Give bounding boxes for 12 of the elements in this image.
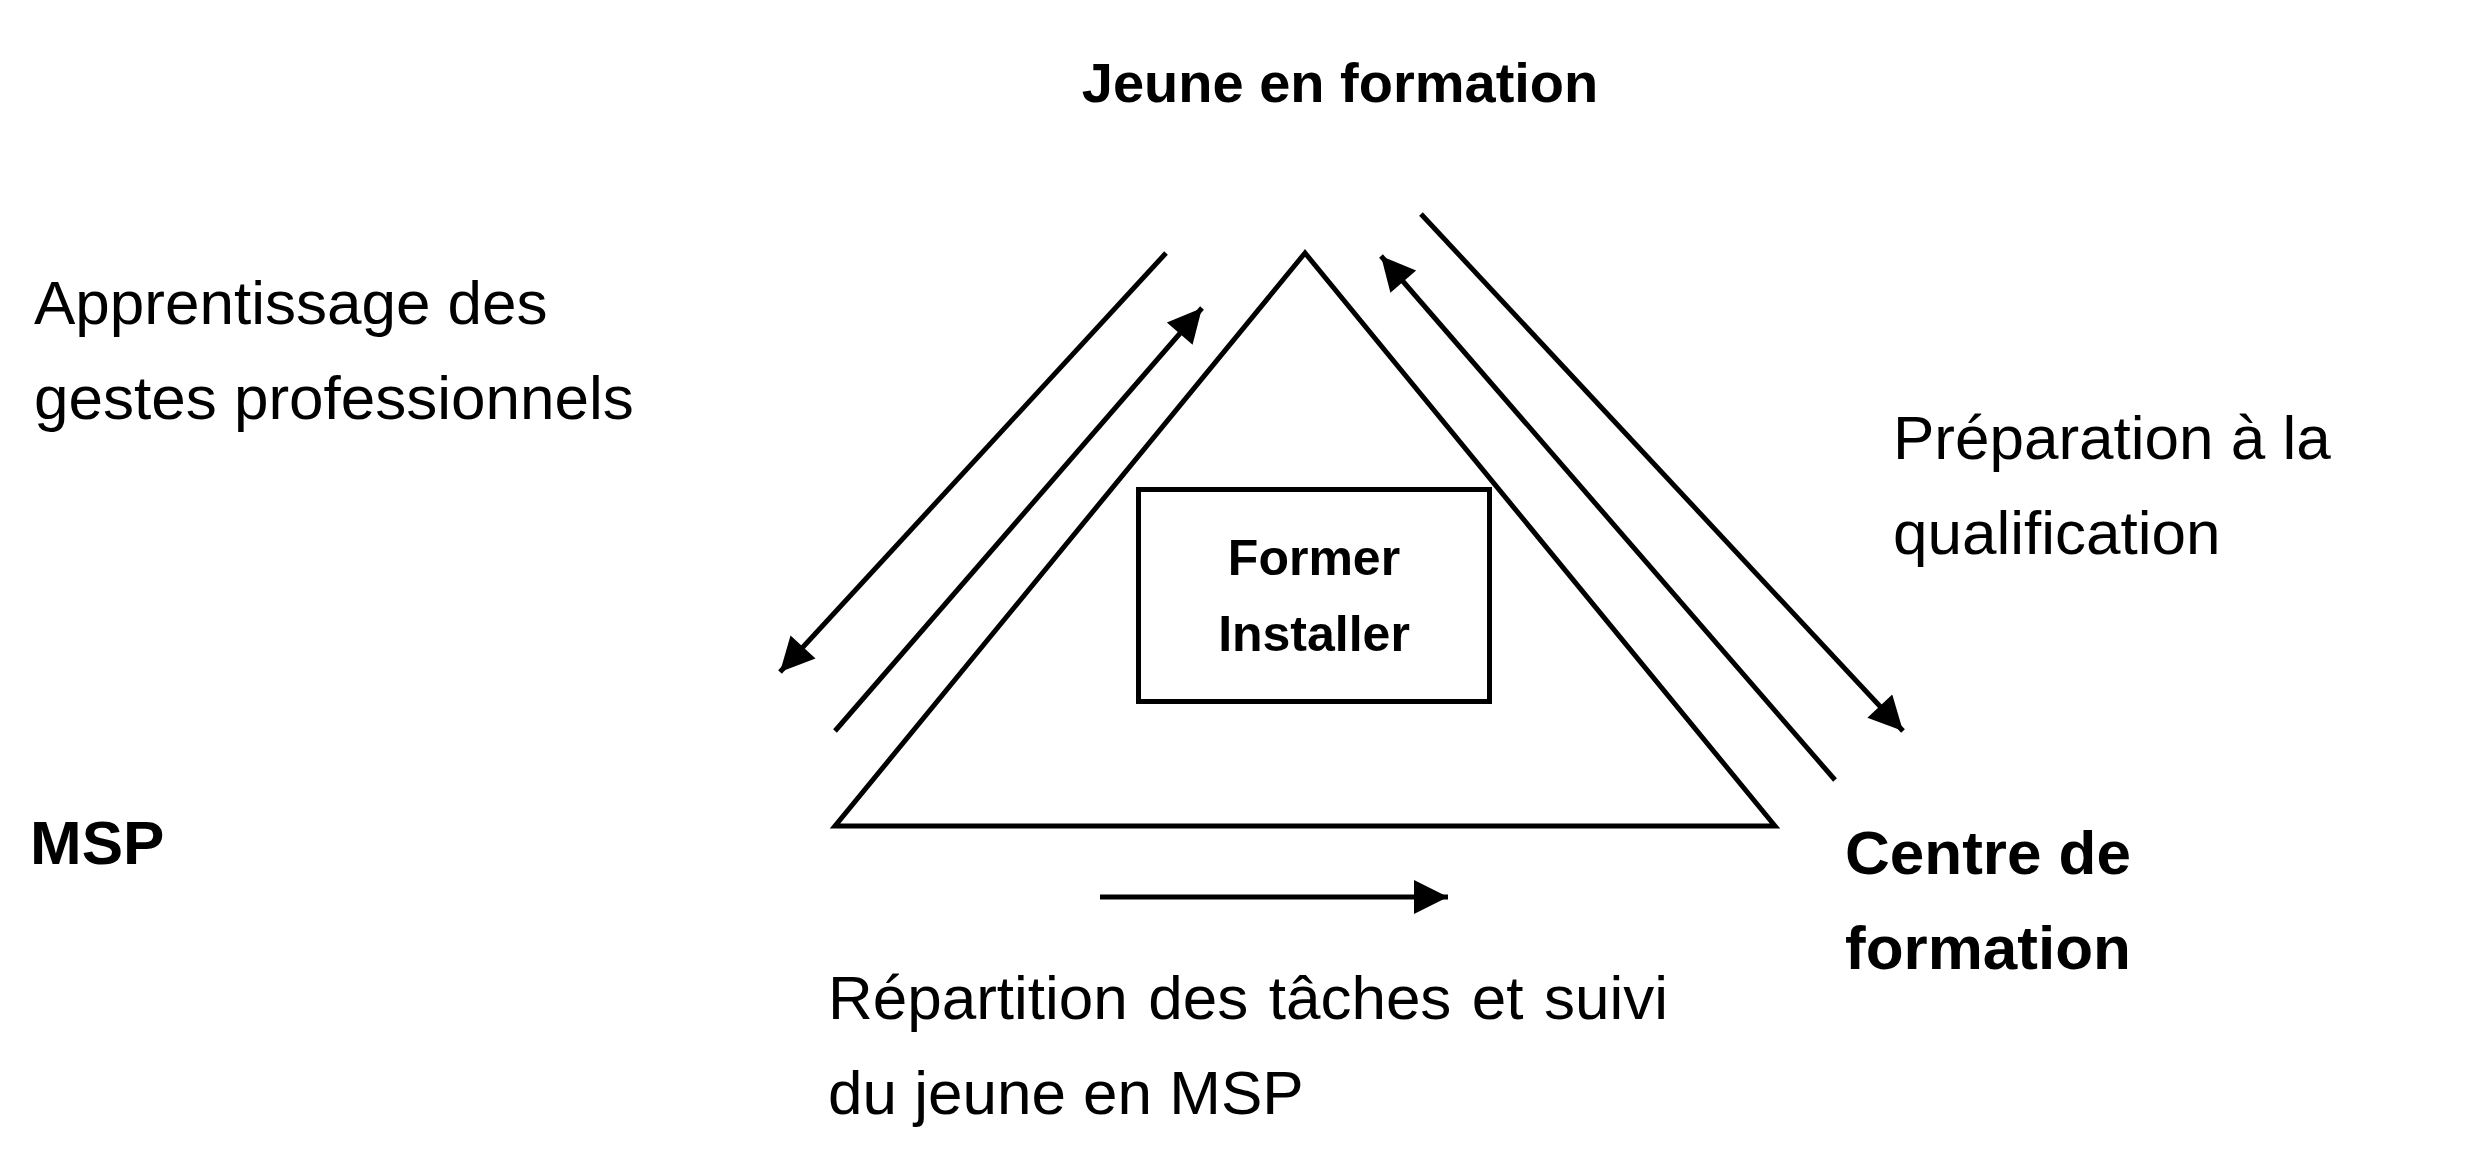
- arrow: [833, 306, 1204, 733]
- node-title: Centre de formation: [1845, 817, 2132, 984]
- node-title: Jeune en formation: [1080, 50, 1600, 116]
- label-box: [1136, 487, 1492, 704]
- arrow: [1379, 254, 1837, 782]
- annotation-text: Apprentissage des gestes professionnels: [34, 267, 635, 434]
- annotation-text: Préparation à la qualification: [1893, 402, 2332, 569]
- annotation-text: Répartition des tâches et suivi du jeune en MSP: [828, 962, 1668, 1129]
- box-text: Former Installer: [1217, 528, 1411, 664]
- arrow: [778, 251, 1168, 674]
- node-title: MSP: [30, 807, 165, 879]
- arrow: [1419, 212, 1905, 733]
